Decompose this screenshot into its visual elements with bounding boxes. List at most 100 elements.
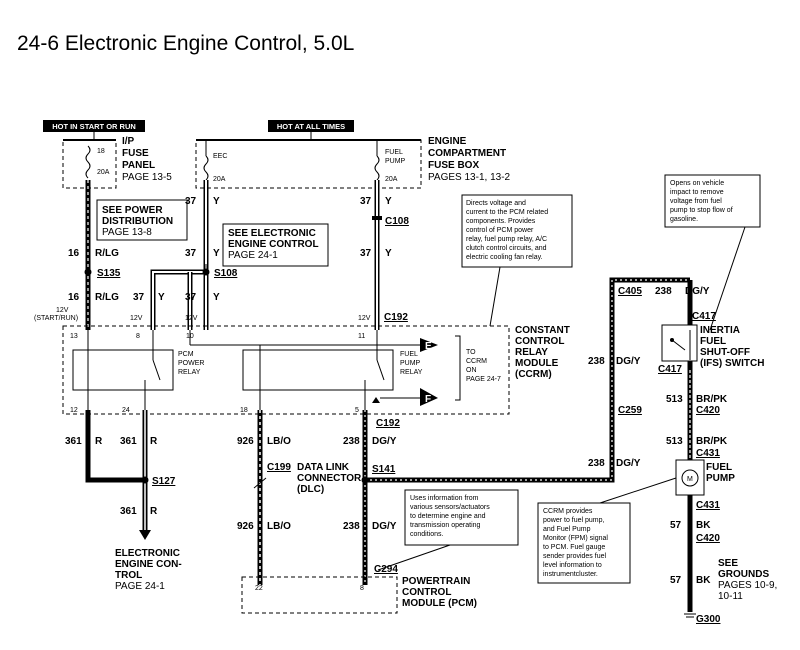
splice-s127: S127 [141,476,176,487]
svg-text:SHUT-OFF: SHUT-OFF [700,347,750,358]
connector-c431-bottom: C431 [696,500,720,511]
svg-text:FUSE BOX: FUSE BOX [428,160,479,171]
note-pcm: Uses information from various sensors/ac… [377,489,519,571]
svg-text:C192: C192 [384,312,408,323]
arrow-e-icon [420,338,438,352]
svg-text:DG/Y: DG/Y [685,286,710,297]
svg-text:C294: C294 [374,564,398,575]
svg-text:LB/O: LB/O [267,521,291,532]
svg-text:and Fuel Pump: and Fuel Pump [543,526,591,533]
svg-text:FUEL: FUEL [700,336,726,347]
svg-text:57: 57 [670,520,682,531]
ref-electronic-engine-control: SEE ELECTRONIC ENGINE CONTROL PAGE 24-1 [222,223,329,267]
svg-text:I/P: I/P [122,136,135,147]
svg-text:238: 238 [588,356,605,367]
svg-text:Y: Y [385,196,392,207]
svg-text:pump to stop flow of: pump to stop flow of [670,207,733,214]
svg-text:control of PCM power: control of PCM power [466,227,534,234]
ccrm-module: 12V (START/RUN) 12V 12V 12V C192 13 8 10… [34,307,570,415]
hot-all-times-label: HOT AT ALL TIMES [268,120,354,132]
svg-text:Y: Y [213,196,220,207]
ip-fuse-panel: 18 20A I/P FUSE PANEL PAGE 13-5 [62,136,172,189]
svg-text:12V: 12V [358,315,371,322]
page-title: 24-6 Electronic Engine Control, 5.0L [17,32,354,55]
svg-text:voltage from fuel: voltage from fuel [670,198,722,205]
svg-text:(CCRM): (CCRM) [515,369,552,380]
svg-text:CONNECTOR: CONNECTOR [297,473,362,484]
svg-text:MODULE: MODULE [515,358,559,369]
wire-361-r [85,410,151,540]
diode-icon [372,397,380,403]
svg-text:CCRM: CCRM [466,358,487,365]
svg-text:SEE: SEE [718,558,738,569]
svg-text:16: 16 [68,248,80,259]
svg-text:37: 37 [185,196,197,207]
connector-c417-top: C417 [692,311,716,322]
connector-c199: C199 [267,462,291,473]
svg-text:INERTIA: INERTIA [700,325,740,336]
svg-text:RELAY: RELAY [515,347,548,358]
svg-text:18: 18 [240,407,248,414]
data-link-connector: DATA LINK CONNECTOR (DLC) [253,462,362,495]
svg-text:C108: C108 [385,216,409,227]
svg-text:11: 11 [358,333,365,340]
engine-compartment-fuse-box: EEC 20A FUEL PUMP 20A ENGINE COMPARTMENT… [195,136,511,189]
pcm-module: 22 8 POWERTRAIN CONTROL MODULE (PCM) [241,576,477,614]
svg-text:COMPARTMENT: COMPARTMENT [428,148,506,159]
svg-text:POWERTRAIN: POWERTRAIN [402,576,470,587]
svg-text:ELECTRONIC: ELECTRONIC [115,548,180,559]
svg-text:GROUNDS: GROUNDS [718,569,769,580]
svg-text:12V: 12V [185,315,198,322]
svg-text:20A: 20A [97,169,110,176]
svg-text:C431: C431 [696,448,720,459]
wire-labels-upper: 37 Y 37 Y 16 R/LG 37 Y 37 Y 16 R/LG 37 Y… [68,196,392,303]
svg-text:transmission operating: transmission operating [410,522,481,529]
svg-text:37: 37 [360,196,372,207]
svg-text:238: 238 [343,521,360,532]
wire-238-dgy [362,277,690,585]
svg-text:FUEL: FUEL [706,462,732,473]
svg-text:Y: Y [385,248,392,259]
svg-text:conditions.: conditions. [410,531,444,538]
svg-text:MODULE (PCM): MODULE (PCM) [402,598,477,609]
connector-c108: C108 [372,216,409,227]
svg-text:926: 926 [237,521,254,532]
svg-text:PAGE 13-5: PAGE 13-5 [122,172,172,183]
eec-reference: ELECTRONIC ENGINE CON- TROL PAGE 24-1 [115,548,182,592]
svg-text:361: 361 [120,436,137,447]
fuel-pump: M FUEL PUMP [675,459,735,496]
svg-text:BK: BK [696,575,711,586]
svg-text:8: 8 [136,333,140,340]
svg-text:TROL: TROL [115,570,142,581]
svg-text:SEE POWER: SEE POWER [102,205,163,216]
svg-text:instrumentcluster.: instrumentcluster. [543,571,598,578]
svg-text:SEE ELECTRONIC: SEE ELECTRONIC [228,228,316,239]
svg-text:(DLC): (DLC) [297,484,324,495]
svg-text:CCRM provides: CCRM provides [543,508,593,515]
svg-text:PAGE 13-8: PAGE 13-8 [102,227,152,238]
wire-37-y-branch [150,269,206,330]
svg-text:current to the PCM related: current to the PCM related [466,209,548,216]
svg-text:Y: Y [213,248,220,259]
svg-text:12: 12 [70,407,78,414]
svg-text:G300: G300 [696,614,721,625]
svg-text:C431: C431 [696,500,720,511]
svg-text:PAGES 10-9,: PAGES 10-9, [718,580,777,591]
svg-text:impact to remove: impact to remove [670,189,724,196]
splice-s135: S135 [84,268,121,279]
ground-g300: G300 [684,613,721,625]
note-ccrm: Directs voltage and current to the PCM r… [461,194,573,327]
svg-text:361: 361 [120,506,137,517]
note-fpm: CCRM provides power to fuel pump, and Fu… [537,477,677,584]
svg-text:CONTROL: CONTROL [402,587,451,598]
svg-text:level information to: level information to [543,562,602,569]
svg-text:DG/Y: DG/Y [616,458,641,469]
svg-text:E: E [425,341,432,352]
connector-c420-top: C420 [696,405,720,416]
ref-power-distribution: SEE POWER DISTRIBUTION PAGE 13-8 [96,199,188,241]
svg-text:12V: 12V [130,315,143,322]
splice-s141: S141 [361,464,396,484]
svg-text:S127: S127 [152,476,176,487]
svg-text:361: 361 [65,436,82,447]
svg-text:PAGE 24-1: PAGE 24-1 [228,250,278,261]
